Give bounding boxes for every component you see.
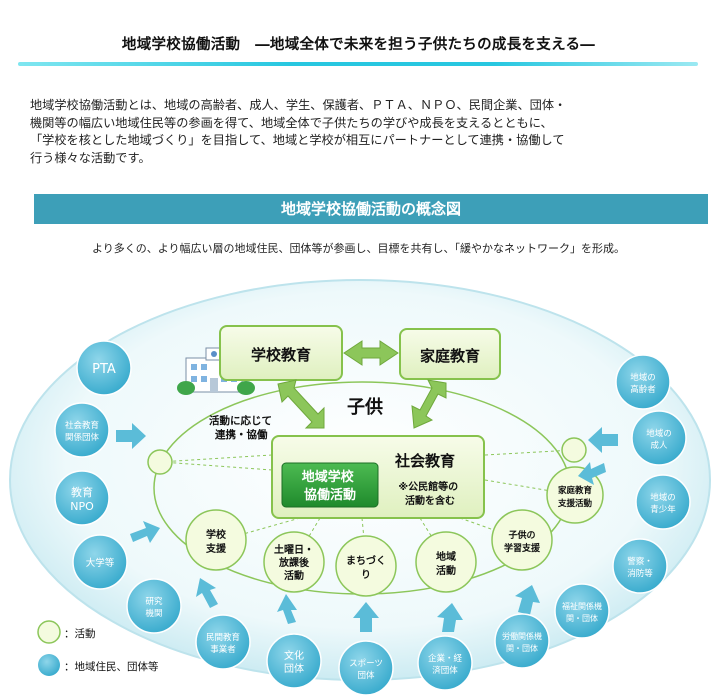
activity-label: 家庭教育支援活動 [557, 485, 593, 509]
resident-label: 警察・消防等 [627, 556, 653, 579]
arrow-up-icon [353, 602, 379, 632]
social-education-label: 社会教育 [394, 452, 455, 470]
resident-circle [195, 614, 251, 670]
activity-circle-child-learning [491, 509, 553, 571]
school-education-box [219, 325, 343, 381]
arrow-up-icon [196, 578, 218, 608]
activity-circle-blank [147, 449, 173, 475]
activity-circle-town [335, 535, 397, 597]
resident-circle [54, 470, 110, 526]
legend-resident-swatch [38, 654, 60, 676]
arrow-up-icon [437, 603, 463, 632]
collab-activity-box [281, 462, 379, 508]
activity-circle-school-support [185, 509, 247, 571]
resident-circle [631, 410, 687, 466]
arrow-left-icon [578, 462, 606, 485]
activity-circle-saturday [263, 531, 325, 593]
social-note: ※公民館等の 活動を含む [398, 480, 461, 507]
cooperation-label: 活動に応じて 連携・協働 [209, 414, 276, 441]
resident-circle [612, 538, 668, 594]
intro-line: 地域学校協働活動とは、地域の高齢者、成人、学生、保護者、ＰＴＡ、ＮＰＯ、民間企業… [30, 98, 567, 112]
resident-circle [338, 640, 394, 696]
family-social-arrow [411, 379, 447, 429]
section-title-bar: 地域学校協働活動の概念図 [34, 194, 708, 224]
resident-label: 社会教育関係団体 [65, 420, 100, 443]
arrow-up-icon [515, 585, 540, 615]
school-social-arrow [277, 379, 325, 429]
resident-circle [554, 583, 610, 639]
resident-label: 地域の成人 [646, 428, 672, 451]
resident-circle [76, 340, 132, 396]
section-subtitle: より多くの、より幅広い層の地域住民、団体等が参画し、目標を共有し、「緩やかなネッ… [91, 242, 626, 255]
resident-circle [54, 402, 110, 458]
cooperation-line: 連携・協働 [215, 428, 268, 441]
legend: ：活動 ：地域住民、団体等 [37, 620, 159, 676]
arrow-right-icon [130, 521, 160, 543]
collab-line: 協働活動 [304, 487, 356, 503]
activity-labels: 学校支援 土曜日・放課後活動 まちづくり 地域活動 子供の学習支援 家庭教育支援… [205, 485, 592, 582]
resident-label: 大学等 [86, 557, 115, 569]
title-underline [18, 62, 698, 66]
resident-circle [635, 474, 691, 530]
family-education-label: 家庭教育 [420, 347, 480, 365]
resident-label: 民間教育事業者 [206, 632, 240, 655]
residents [54, 340, 691, 696]
intro-line: 機関等の幅広い地域住民等の参画を得て、地域全体で子供たちの学びや成長を支えるとと… [30, 115, 553, 130]
collab-activity-label: 地域学校 協働活動 [302, 469, 359, 503]
page-title: 地域学校協働活動 ―地域全体で未来を担う子供たちの成長を支える― [121, 37, 596, 53]
school-family-double-arrow [343, 340, 399, 366]
resident-label: 労働関係機関・団体 [502, 631, 542, 653]
resident-arrows [116, 423, 618, 632]
collab-line: 地域学校 [302, 469, 355, 485]
resident-circle [72, 534, 128, 590]
legend-activity-label: ：活動 [64, 627, 96, 640]
activities [147, 437, 604, 597]
resident-circle [417, 635, 473, 691]
legend-resident-label: ：地域住民、団体等 [64, 660, 159, 673]
resident-label: 福祉関係機関・団体 [562, 601, 602, 623]
arrow-up-icon [277, 594, 297, 624]
activity-circle-blank [561, 437, 587, 463]
resident-label: 地域の高齢者 [630, 372, 656, 395]
activity-label: 地域活動 [436, 550, 456, 577]
resident-label: PTA [92, 362, 116, 377]
resident-label: 文化団体 [284, 649, 304, 675]
cooperation-line: 活動に応じて [209, 414, 272, 427]
activity-label: 学校支援 [205, 528, 227, 555]
intro-line: 「学校を核とした地域づくり」を目指して、地域と学校が相互にパートナーとして連携・… [30, 133, 565, 147]
resident-circle [615, 354, 671, 410]
intro-line: 行う様々な活動です。 [30, 150, 151, 165]
intro-paragraph: 地域学校協働活動とは、地域の高齢者、成人、学生、保護者、ＰＴＡ、ＮＰＯ、民間企業… [30, 97, 690, 167]
resident-label: 地域の青少年 [650, 492, 676, 515]
resident-circle [494, 613, 550, 669]
activity-label: 土曜日・放課後活動 [274, 543, 314, 582]
child-label: 子供 [347, 396, 383, 418]
legend-activity-swatch [37, 620, 61, 644]
resident-circle [266, 633, 322, 689]
arrow-right-icon [116, 423, 146, 449]
resident-label: スポーツ団体 [349, 659, 383, 681]
resident-label: 企業・経済団体 [428, 653, 463, 676]
resident-label: 研究機関 [145, 596, 163, 619]
family-education-box [399, 328, 501, 380]
activity-label: 子供の学習支援 [504, 529, 541, 554]
social-note-line: ※公民館等の [398, 480, 458, 493]
arrow-left-icon [588, 427, 618, 453]
activity-label: まちづくり [346, 554, 386, 581]
school-education-label: 学校教育 [251, 346, 311, 364]
resident-circle [126, 578, 182, 634]
social-note-line: 活動を含む [405, 494, 455, 507]
activity-circle-local [415, 531, 477, 593]
